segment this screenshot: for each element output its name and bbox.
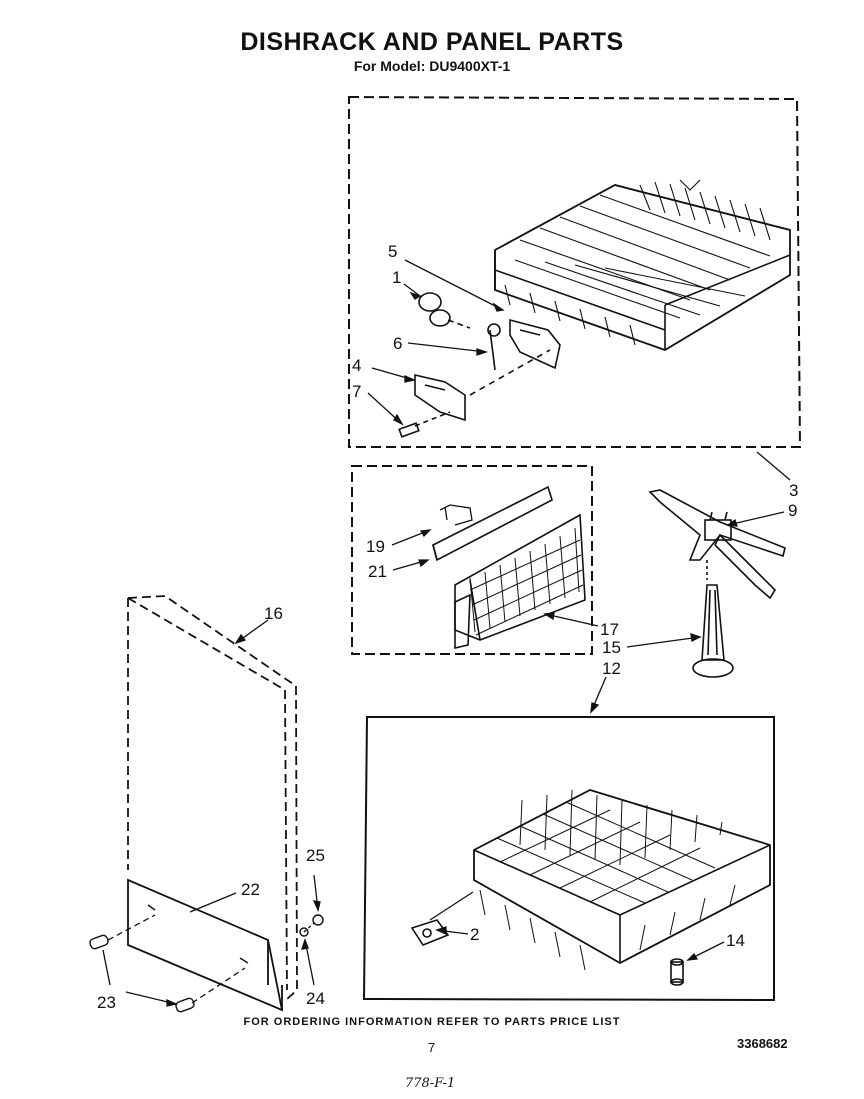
callout-2: 2 (470, 925, 480, 944)
rack-roller-drawing (410, 919, 684, 986)
callout-4: 4 (352, 356, 362, 375)
callout-16: 16 (264, 604, 283, 623)
callout-22: 22 (241, 880, 260, 899)
ordering-info-note: FOR ORDERING INFORMATION REFER TO PARTS … (243, 1016, 621, 1028)
callout-7: 7 (352, 382, 362, 401)
callout-14: 14 (726, 931, 745, 950)
spray-arm-drawing (648, 489, 786, 678)
handwritten-mark: 778-F-1 (405, 1076, 456, 1091)
lower-rack-enclosure (362, 716, 775, 1002)
lower-dishrack-drawing (473, 789, 771, 971)
panel-clips (89, 904, 324, 1013)
callout-21: 21 (368, 562, 387, 581)
document-number: 3368682 (737, 1036, 788, 1051)
rack-adjuster-parts (398, 292, 561, 438)
door-panel-drawing (127, 595, 298, 1012)
callout-3: 3 (789, 481, 799, 500)
upper-leader-lines (367, 259, 791, 481)
callout-1: 1 (392, 268, 402, 287)
callout-17: 17 (600, 620, 619, 639)
callout-9: 9 (788, 501, 798, 520)
callout-23: 23 (97, 993, 116, 1012)
callout-6: 6 (393, 334, 403, 353)
model-number: For Model: DU9400XT-1 (353, 58, 511, 74)
callout-15: 15 (602, 638, 621, 657)
silverware-basket-drawing (432, 485, 586, 650)
page-number: 7 (428, 1040, 436, 1055)
callout-24: 24 (306, 989, 325, 1008)
callout-5: 5 (388, 242, 398, 261)
callout-25: 25 (306, 846, 325, 865)
upper-dishrack-drawing (494, 179, 791, 351)
upper-rack-enclosure (348, 95, 802, 448)
callout-12: 12 (602, 659, 621, 678)
page-title: DISHRACK AND PANEL PARTS (240, 28, 624, 56)
silverware-enclosure (351, 465, 593, 655)
callout-19: 19 (366, 537, 385, 556)
